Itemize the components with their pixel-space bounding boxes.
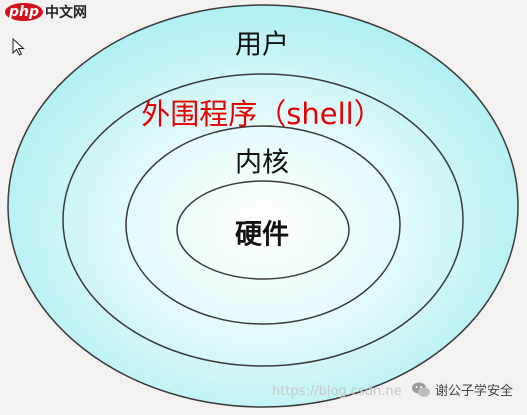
logo-text: 中文网 [45,5,88,21]
kernel-layer-label: 内核 [235,147,289,179]
shell-layer-label: 外围程序（shell） [141,97,383,131]
php-cn-logo: php 中文网 [5,2,87,22]
hardware-layer-label: 硬件 [235,219,289,251]
kernel-layer-ring [125,125,401,325]
hardware-core [176,180,350,280]
shell-layer-ring [62,73,464,367]
user-layer-label: 用户 [235,29,289,61]
wechat-icon [412,382,430,397]
watermark-url: https://blog.csdn.ne [272,384,402,399]
php-badge: php [5,3,44,21]
cursor-arrow-icon [12,38,25,56]
wechat-watermark: 谢公子学安全 [411,380,513,399]
wechat-account-name: 谢公子学安全 [435,384,514,399]
user-layer-ring [7,4,519,408]
